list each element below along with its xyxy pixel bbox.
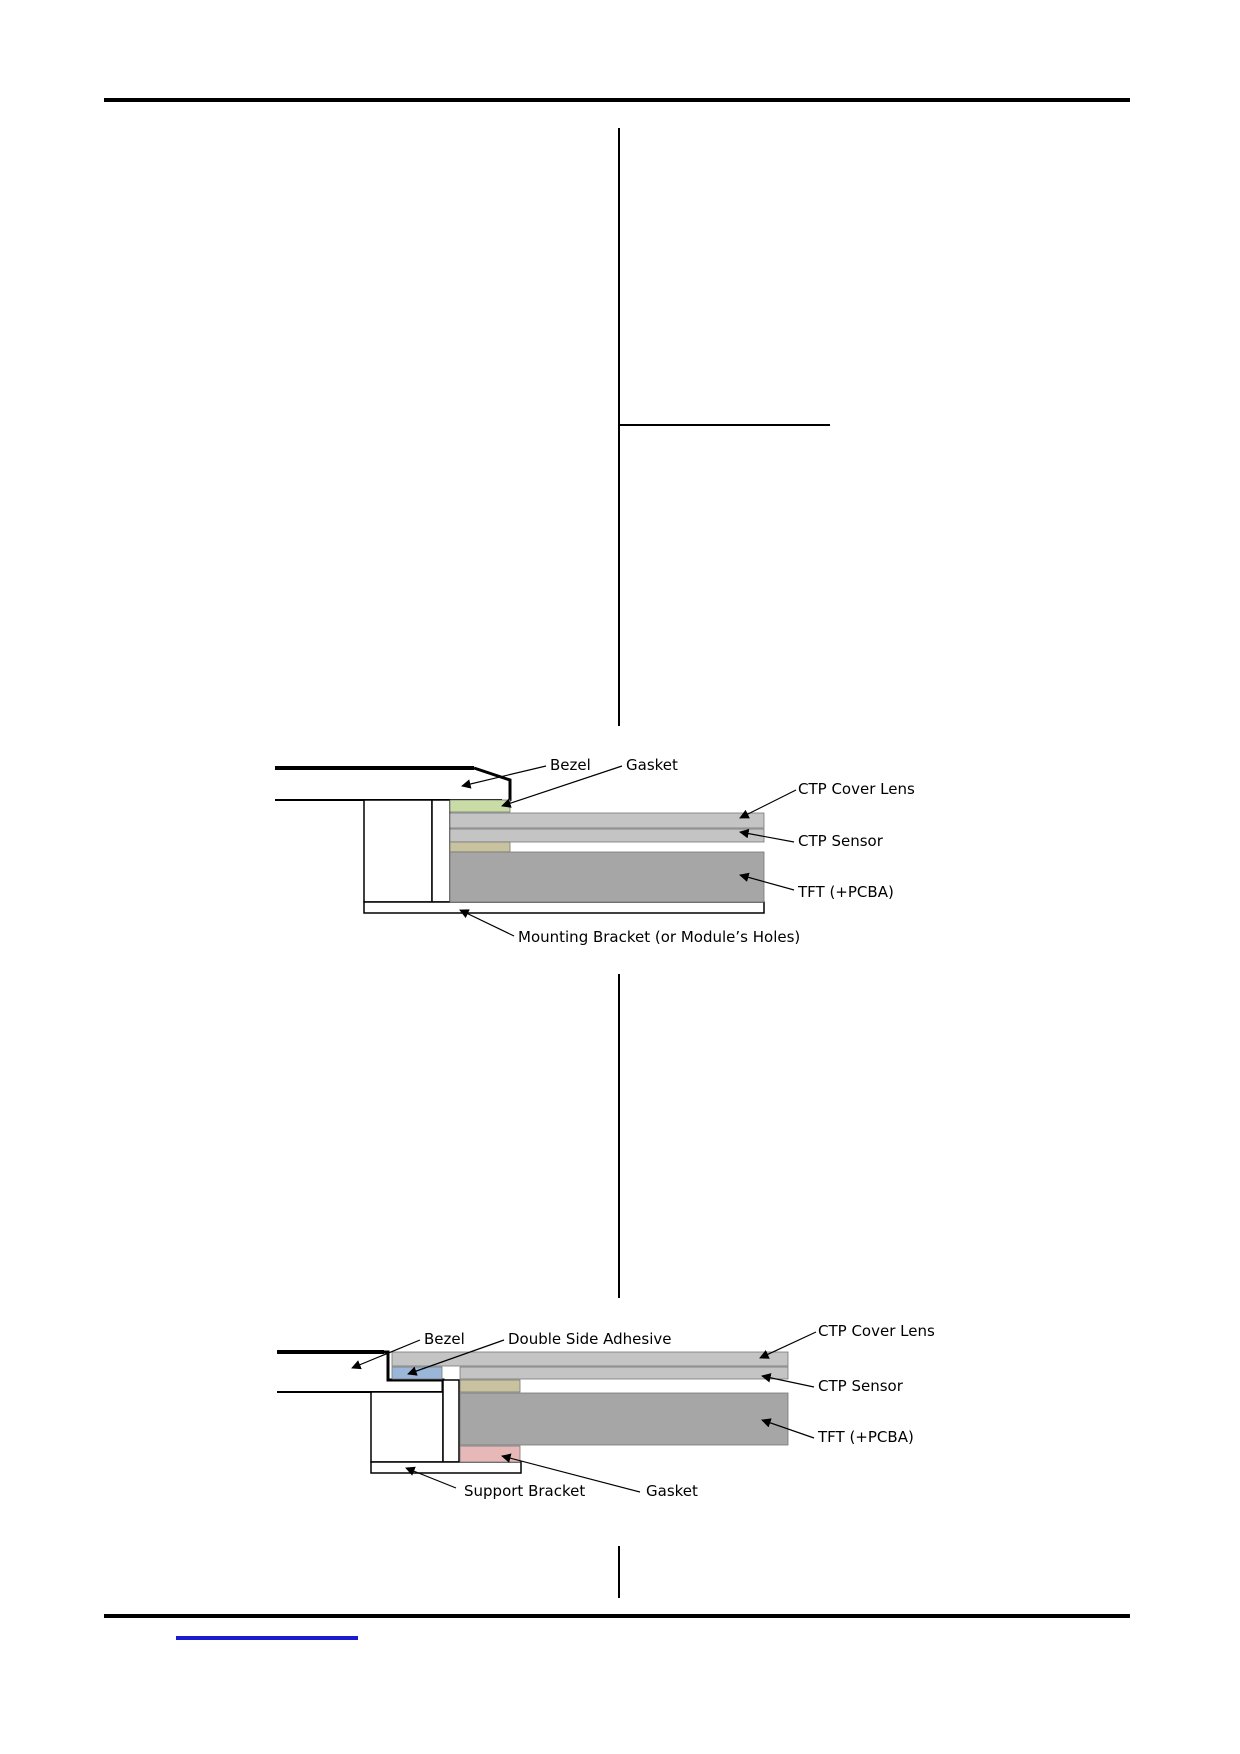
tft-leader xyxy=(761,1418,815,1439)
adhesive-label: Double Side Adhesive xyxy=(508,1330,671,1348)
gasket-leader xyxy=(501,765,623,808)
cover-lens-shape xyxy=(449,812,765,829)
tft-shape xyxy=(449,851,765,903)
diagram-bracket-mount: Bezel Gasket CTP Cover Lens CTP Sensor T… xyxy=(275,756,915,946)
footer-rule xyxy=(104,1614,1130,1618)
support-bracket-shape xyxy=(370,1379,522,1474)
footer-link[interactable] xyxy=(176,1636,358,1640)
mounting-bracket-shape xyxy=(363,799,765,914)
sensor-leader xyxy=(739,828,795,843)
sensor-label: CTP Sensor xyxy=(818,1377,904,1395)
gasket-shape xyxy=(459,1445,521,1463)
support-bracket-label: Support Bracket xyxy=(464,1482,585,1500)
tft-label: TFT (+PCBA) xyxy=(797,883,894,901)
sensor-shape xyxy=(459,1366,789,1380)
gasket-shape xyxy=(449,799,511,813)
bezel-leader xyxy=(351,1339,421,1370)
gasket-label: Gasket xyxy=(626,756,678,774)
tft-leader xyxy=(739,872,795,891)
tft-label: TFT (+PCBA) xyxy=(817,1428,914,1446)
diagram-adhesive-mount: Bezel Double Side Adhesive CTP Cover Len… xyxy=(277,1322,935,1500)
column-divider-middle xyxy=(618,974,620,1298)
cover-lens-leader xyxy=(759,1331,817,1359)
column-divider-bottom xyxy=(618,1546,620,1598)
tft-shape xyxy=(459,1392,789,1446)
bezel-leader xyxy=(461,765,547,789)
mounting-bracket-label: Mounting Bracket (or Module’s Holes) xyxy=(518,928,800,946)
adhesive-shape xyxy=(391,1366,443,1380)
column-divider-top xyxy=(618,128,620,726)
header-rule xyxy=(104,98,1130,102)
sensor-shape xyxy=(449,828,765,843)
sensor-leader xyxy=(761,1373,815,1388)
section-divider xyxy=(618,424,830,426)
gasket-leader xyxy=(501,1453,641,1493)
gasket-label: Gasket xyxy=(646,1482,698,1500)
adhesive-leader xyxy=(407,1339,505,1376)
support-bracket-leader xyxy=(405,1466,457,1489)
bracket-leader xyxy=(459,909,515,937)
spacer-shape xyxy=(449,841,511,853)
bezel-label: Bezel xyxy=(424,1330,465,1348)
cover-lens-label: CTP Cover Lens xyxy=(818,1322,935,1340)
cover-lens-label: CTP Cover Lens xyxy=(798,780,915,798)
spacer-shape xyxy=(459,1379,521,1393)
cover-lens-shape xyxy=(391,1351,789,1367)
sensor-label: CTP Sensor xyxy=(798,832,884,850)
cover-lens-leader xyxy=(739,789,797,819)
bezel-label: Bezel xyxy=(550,756,591,774)
